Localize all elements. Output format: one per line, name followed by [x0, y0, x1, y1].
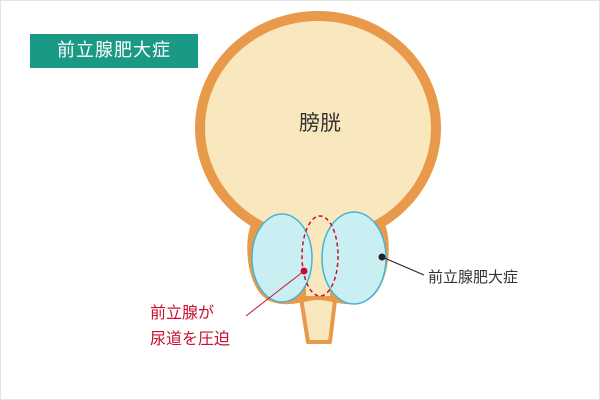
enlargement-label: 前立腺肥大症: [428, 268, 518, 286]
compression-leader-dot: [300, 267, 308, 275]
enlargement-leader-dot: [378, 253, 386, 261]
title-badge: 前立腺肥大症: [30, 34, 198, 68]
compression-label-line2: 尿道を圧迫: [150, 329, 230, 348]
compression-label-line1: 前立腺が: [150, 303, 214, 322]
prostate-right-lobe: [321, 211, 387, 305]
compression-leader-line: [245, 270, 305, 317]
bladder-label: 膀胱: [299, 111, 341, 135]
enlargement-leader-line: [381, 256, 425, 276]
compressed-urethra-outline: [301, 215, 339, 297]
prostate-left-lobe: [251, 213, 313, 303]
